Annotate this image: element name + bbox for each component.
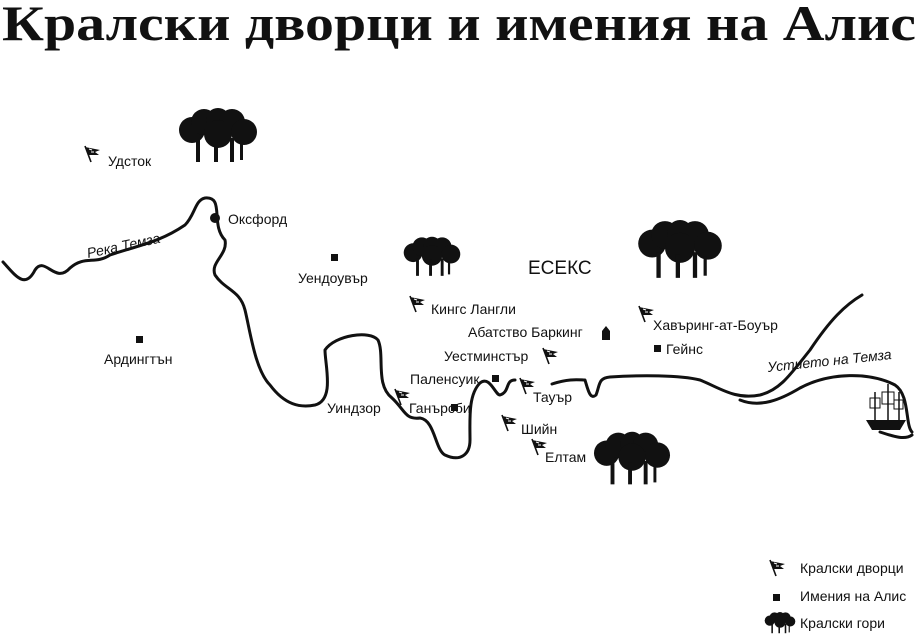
map-title: Кралски дворци и имения на Алис	[2, 0, 916, 51]
place-palenswick: Паленсуик	[410, 371, 480, 387]
palace-flag-icon	[638, 305, 655, 323]
place-tower: Тауър	[533, 389, 572, 405]
place-eltham: Елтам	[545, 449, 586, 465]
legend: Кралски дворци Имения на Алис Кралски го…	[764, 559, 906, 634]
place-havering: Хавъринг-ат-Боуър	[653, 317, 778, 333]
city-dot-icon	[210, 213, 220, 223]
place-sheen: Шийн	[521, 421, 557, 437]
manor-square-icon	[136, 336, 143, 343]
forest-icon	[638, 220, 722, 278]
forest-icon	[179, 108, 257, 162]
place-kings-langley: Кингс Лангли	[431, 301, 516, 317]
thames-estuary-bank	[738, 374, 914, 434]
ship-icon	[866, 384, 906, 430]
place-oxford: Оксфорд	[228, 211, 287, 227]
palace-flag-icon	[542, 347, 559, 365]
legend-palaces: Кралски дворци	[800, 560, 904, 576]
thames-label: Река Темза	[85, 230, 161, 261]
region-essex: ЕСЕКС	[528, 258, 592, 279]
palace-flag-icon	[409, 295, 426, 313]
legend-forests: Кралски гори	[800, 615, 885, 631]
place-westminster: Уестминстър	[444, 348, 528, 364]
thames-river	[1, 196, 864, 460]
legend-palace-flag-icon	[769, 559, 786, 577]
manor-square-icon	[492, 375, 499, 382]
place-woodstock: Удсток	[108, 153, 152, 169]
legend-manor-square-icon	[773, 594, 780, 601]
abbey-icon	[602, 326, 610, 340]
manor-square-icon	[451, 404, 458, 411]
place-windsor: Уиндзор	[327, 400, 381, 416]
manor-square-icon	[654, 345, 661, 352]
manor-square-icon	[331, 254, 338, 261]
place-barking-abbey: Абатство Баркинг	[468, 324, 583, 340]
forest-icon	[593, 431, 671, 485]
estuary-shore	[878, 430, 914, 440]
estuary-label: Устието на Темза	[766, 346, 893, 375]
palace-flag-icon	[501, 414, 518, 432]
palace-flag-icon	[84, 145, 101, 163]
forest-icon	[403, 236, 461, 276]
place-gaines: Гейнс	[666, 341, 703, 357]
place-wendover: Уендоувър	[298, 270, 368, 286]
legend-forest-icon	[764, 612, 796, 634]
legend-manors: Имения на Алис	[800, 588, 906, 604]
place-ardington: Ардингтън	[104, 351, 173, 367]
place-gunnersbury: Ганърсби	[409, 400, 471, 416]
